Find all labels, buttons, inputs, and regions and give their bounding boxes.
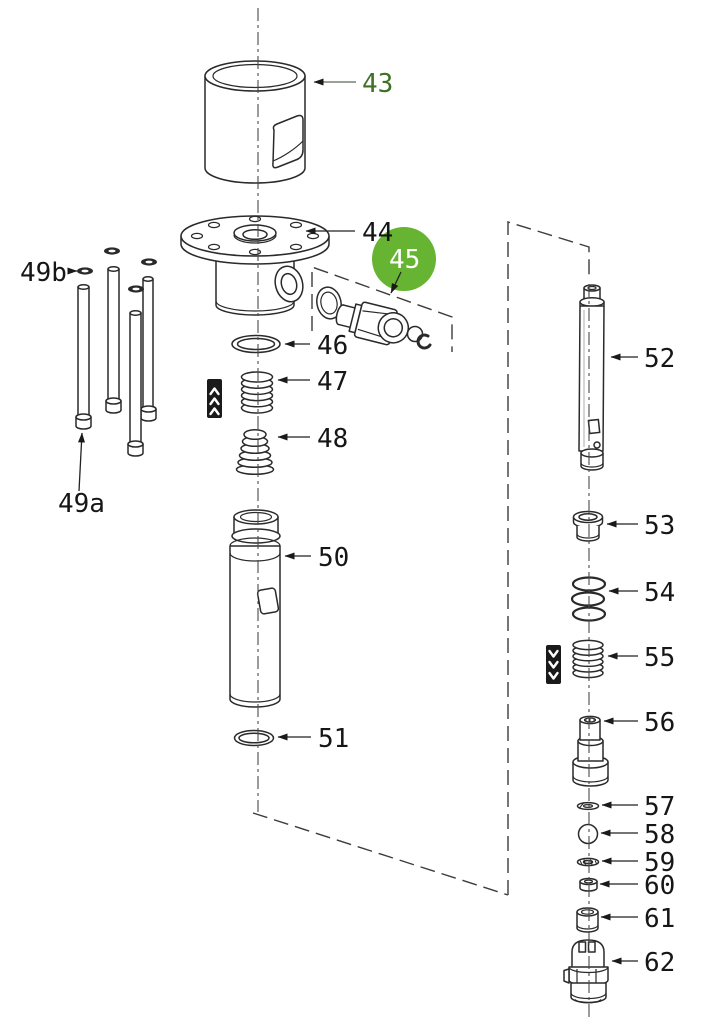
part-label-52[interactable]: 52	[644, 344, 675, 374]
part-49a-bolts	[75, 266, 157, 457]
bolt	[75, 284, 92, 430]
part-43-cylinder-cap	[204, 60, 306, 184]
leader-lines	[67, 78, 638, 965]
bolt	[140, 276, 157, 422]
part-label-61[interactable]: 61	[644, 904, 675, 934]
part-label-43[interactable]: 43	[362, 69, 393, 99]
part-label-48[interactable]: 48	[317, 424, 348, 454]
part-52-piston-rod	[578, 284, 605, 471]
part-58-ball	[577, 823, 599, 845]
part-label-57[interactable]: 57	[644, 792, 675, 822]
part-label-59[interactable]: 59	[644, 848, 675, 878]
part-labels: 43 44 45 46 47 48 49a 49b 50 51 52 53 54…	[20, 69, 675, 978]
part-61-bushing	[576, 907, 599, 933]
part-48-conical-spring	[235, 428, 275, 476]
part-46-o-ring	[231, 334, 281, 354]
part-label-50[interactable]: 50	[318, 543, 349, 573]
part-49b-washers	[77, 247, 157, 293]
center-axis-lines	[257, 8, 590, 1021]
part-57-wave-washer	[576, 801, 600, 811]
part-51-o-ring	[233, 729, 275, 747]
grease-icon-right	[546, 645, 561, 684]
part-label-55[interactable]: 55	[644, 643, 675, 673]
part-label-49b[interactable]: 49b	[20, 258, 67, 288]
bolt	[105, 266, 122, 414]
part-44-head-flange	[180, 215, 330, 316]
washer	[77, 267, 93, 275]
leader-45	[390, 271, 402, 294]
part-53-bushing	[572, 510, 604, 542]
highlight-circle-part-45[interactable]	[372, 227, 436, 291]
part-label-51[interactable]: 51	[318, 724, 349, 754]
washer	[141, 258, 157, 266]
part-45-valve-assembly	[316, 286, 432, 350]
part-label-47[interactable]: 47	[317, 367, 348, 397]
part-label-60[interactable]: 60	[644, 871, 675, 901]
part-59-washer	[576, 857, 600, 867]
part-label-46[interactable]: 46	[317, 331, 348, 361]
part-label-54[interactable]: 54	[644, 578, 675, 608]
part-label-45[interactable]: 45	[389, 245, 420, 275]
part-47-spring	[240, 371, 274, 414]
part-56-stepped-piston	[572, 715, 609, 787]
bolt	[127, 310, 144, 457]
part-62-valve-body	[563, 939, 609, 1004]
part-50-cylinder-tube	[229, 509, 281, 708]
grease-icon-upper	[207, 379, 222, 418]
part-label-62[interactable]: 62	[644, 948, 675, 978]
part-label-58[interactable]: 58	[644, 820, 675, 850]
part-label-56[interactable]: 56	[644, 708, 675, 738]
washer	[128, 285, 144, 293]
part-label-53[interactable]: 53	[644, 511, 675, 541]
part-label-49a[interactable]: 49a	[58, 489, 105, 519]
phantom-connector-lines	[252, 221, 590, 896]
part-label-44[interactable]: 44	[362, 218, 393, 248]
washer	[104, 247, 120, 255]
leader-49a	[78, 432, 86, 492]
part-55-spring	[572, 639, 604, 679]
